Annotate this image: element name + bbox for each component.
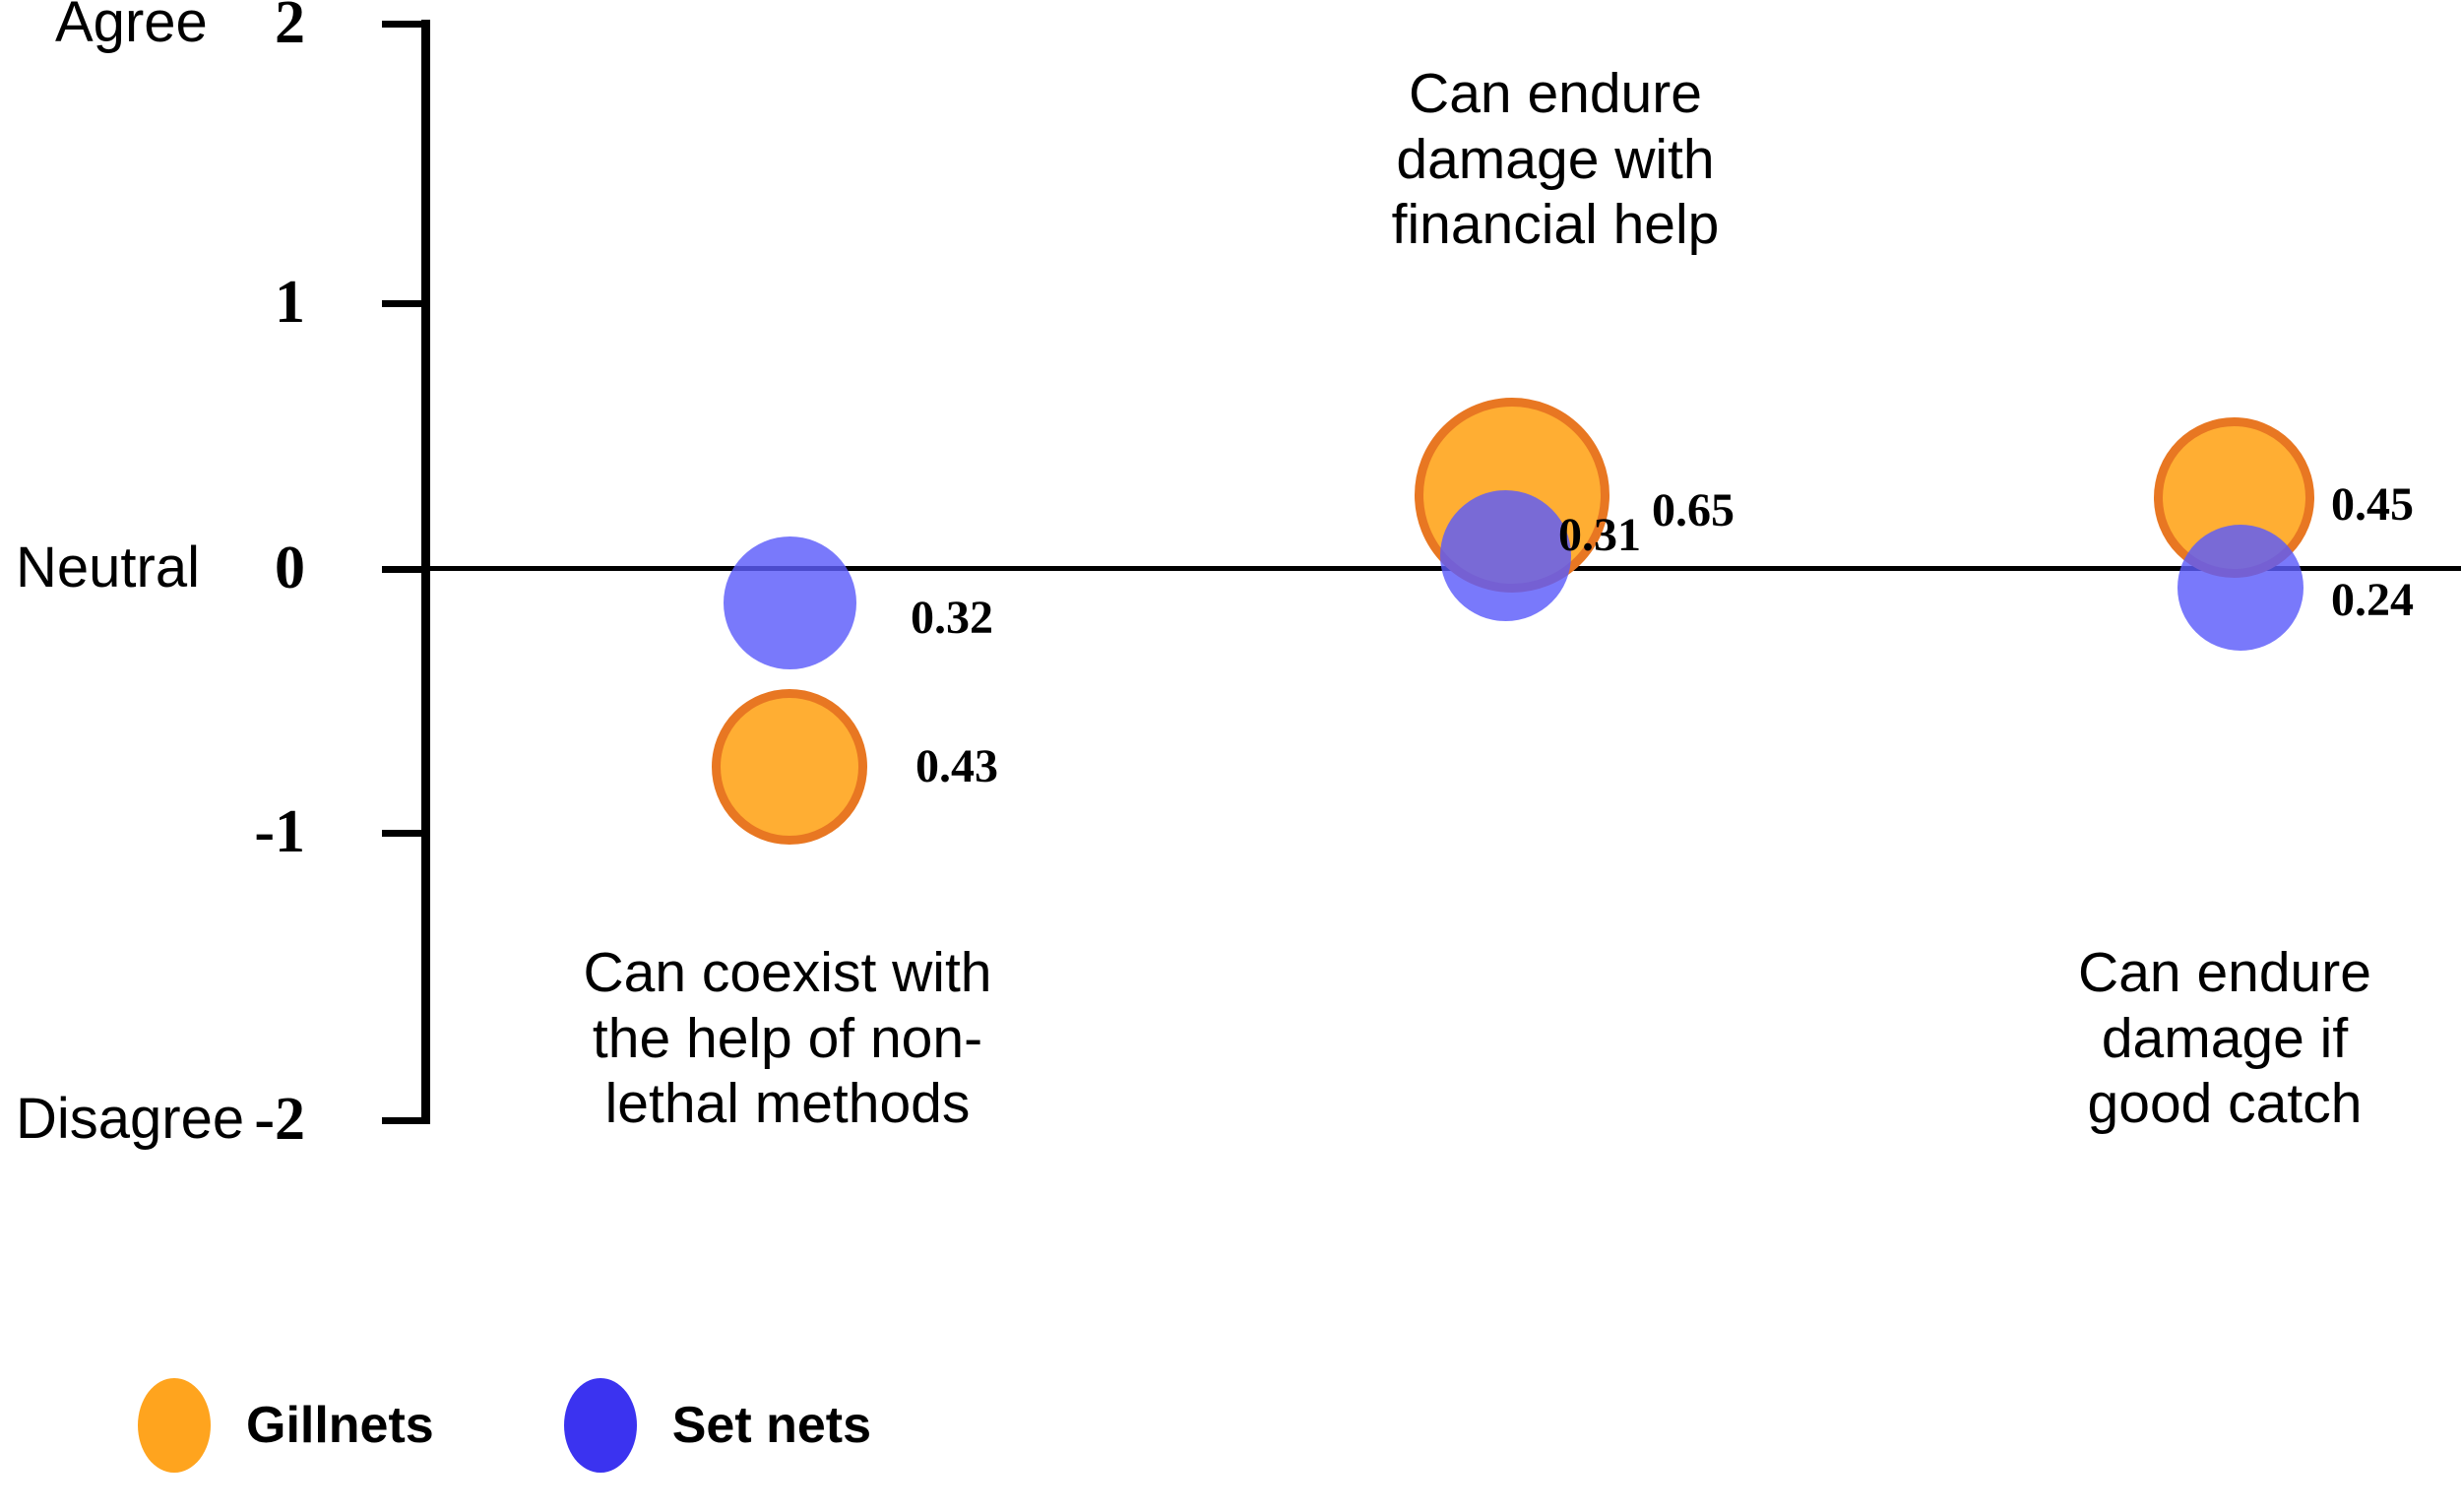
category-label-coexist: Can coexist with the help of non- lethal… xyxy=(583,941,992,1136)
y-tick-label-2: 2 xyxy=(275,0,305,56)
y-tick-label-1: 1 xyxy=(275,269,305,336)
y-tick-0 xyxy=(382,566,423,573)
y-tick-label-0: 0 xyxy=(275,535,305,601)
value-label-setnets-financial-help: 0.31 xyxy=(1558,509,1641,561)
value-label-setnets-good-catch: 0.24 xyxy=(2331,574,2414,626)
legend-swatch-gillnets-icon xyxy=(138,1378,211,1473)
category-label-financial-help: Can endure damage with financial help xyxy=(1391,62,1720,257)
value-label-gillnets-good-catch: 0.45 xyxy=(2331,478,2414,531)
y-tick-label-neg2: -2 xyxy=(254,1086,305,1153)
legend-label-set-nets: Set nets xyxy=(671,1397,872,1454)
value-label-setnets-coexist: 0.32 xyxy=(911,592,993,644)
axis-anchor-agree: Agree xyxy=(55,0,208,54)
y-tick-2 xyxy=(382,21,423,28)
legend-label-gillnets: Gillnets xyxy=(246,1397,434,1454)
bubble-setnets-good-catch[interactable] xyxy=(2177,525,2303,651)
bubble-gillnets-coexist[interactable] xyxy=(712,689,867,845)
axis-anchor-neutral: Neutral xyxy=(16,536,200,599)
y-tick-1 xyxy=(382,300,423,307)
axis-anchor-disagree: Disagree xyxy=(16,1087,245,1151)
legend-item-gillnets[interactable]: Gillnets xyxy=(138,1378,434,1473)
bubble-setnets-coexist[interactable] xyxy=(724,536,856,669)
chart-legend: Gillnets Set nets xyxy=(138,1378,871,1473)
value-label-gillnets-coexist: 0.43 xyxy=(915,740,998,792)
y-tick-neg1 xyxy=(382,830,423,837)
y-tick-neg2 xyxy=(382,1117,423,1124)
legend-swatch-set-nets-icon xyxy=(563,1378,637,1473)
value-label-gillnets-financial-help: 0.65 xyxy=(1652,484,1735,536)
y-tick-label-neg1: -1 xyxy=(254,798,305,865)
y-axis-line xyxy=(421,20,430,1124)
category-label-good-catch: Can endure damage if good catch xyxy=(2078,941,2371,1136)
bubble-setnets-financial-help[interactable] xyxy=(1440,490,1571,621)
legend-item-set-nets[interactable]: Set nets xyxy=(563,1378,872,1473)
